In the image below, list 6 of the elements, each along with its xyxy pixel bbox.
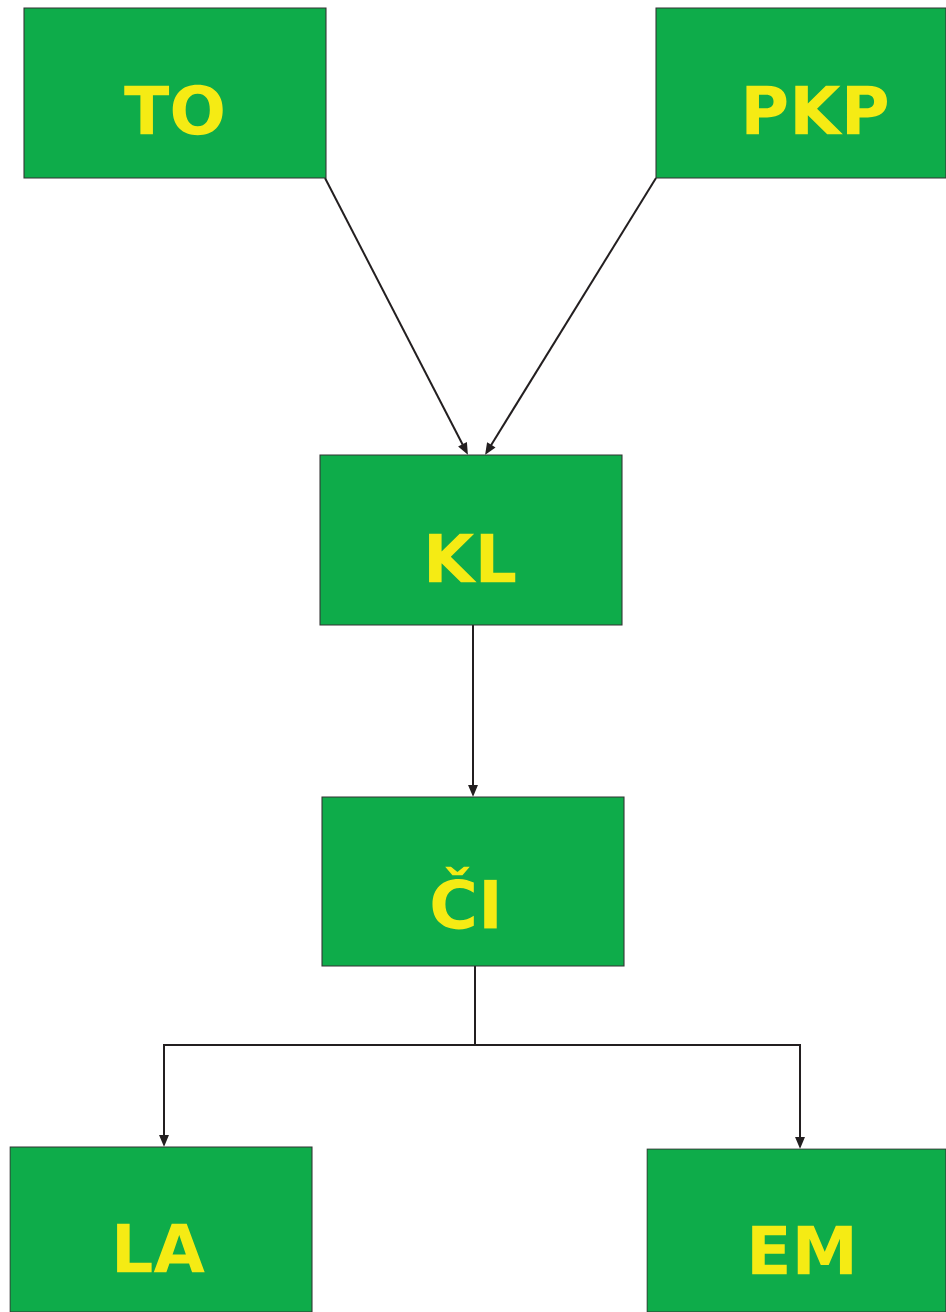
process-box: ČI xyxy=(321,796,625,967)
process-box: EM xyxy=(646,1148,946,1312)
process-box: LA xyxy=(9,1146,313,1312)
process-box: PKP xyxy=(655,7,946,179)
process-box: TO xyxy=(23,7,327,179)
process-box: KL xyxy=(319,454,623,626)
